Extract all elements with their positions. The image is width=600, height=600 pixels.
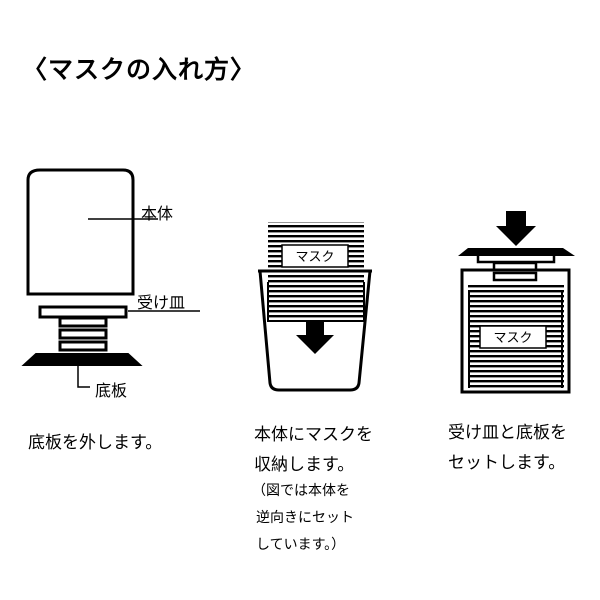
diagram-3	[458, 211, 575, 394]
tray-illustration	[38, 305, 128, 319]
caption-3-line-1: 受け皿と底板を	[448, 423, 567, 443]
mask-label-box	[281, 244, 349, 268]
base-leader-line	[77, 356, 90, 388]
mask-label-3: マスク	[493, 331, 533, 346]
page-title: 〈マスクの入れ方〉	[22, 55, 257, 84]
base-illustration-3	[458, 248, 575, 256]
label-tray: 受け皿	[137, 293, 186, 312]
down-arrow-icon-3	[496, 211, 536, 246]
mask-label-2: マスク	[295, 250, 335, 265]
note-2-line-2: 逆向きにセット	[256, 510, 354, 526]
down-arrow-icon	[296, 322, 334, 354]
diagram-2	[258, 222, 372, 392]
caption-2-line-2: 収納します。	[254, 455, 355, 475]
container-illustration	[258, 270, 372, 392]
note-2-line-1: （図では本体を	[252, 483, 350, 499]
caption-2-line-1: 本体にマスクを	[254, 425, 373, 445]
label-body: 本体	[141, 204, 174, 223]
label-base: 底板	[95, 381, 128, 400]
diagram-1	[21, 168, 200, 388]
caption-1: 底板を外します。	[28, 433, 163, 453]
mask-label-box-3	[479, 325, 547, 349]
body-illustration	[26, 168, 135, 296]
spring-illustration	[58, 316, 108, 352]
caption-3-line-2: セットします。	[448, 453, 566, 473]
base-illustration	[21, 353, 143, 366]
note-2-line-3: しています。）	[256, 537, 346, 553]
